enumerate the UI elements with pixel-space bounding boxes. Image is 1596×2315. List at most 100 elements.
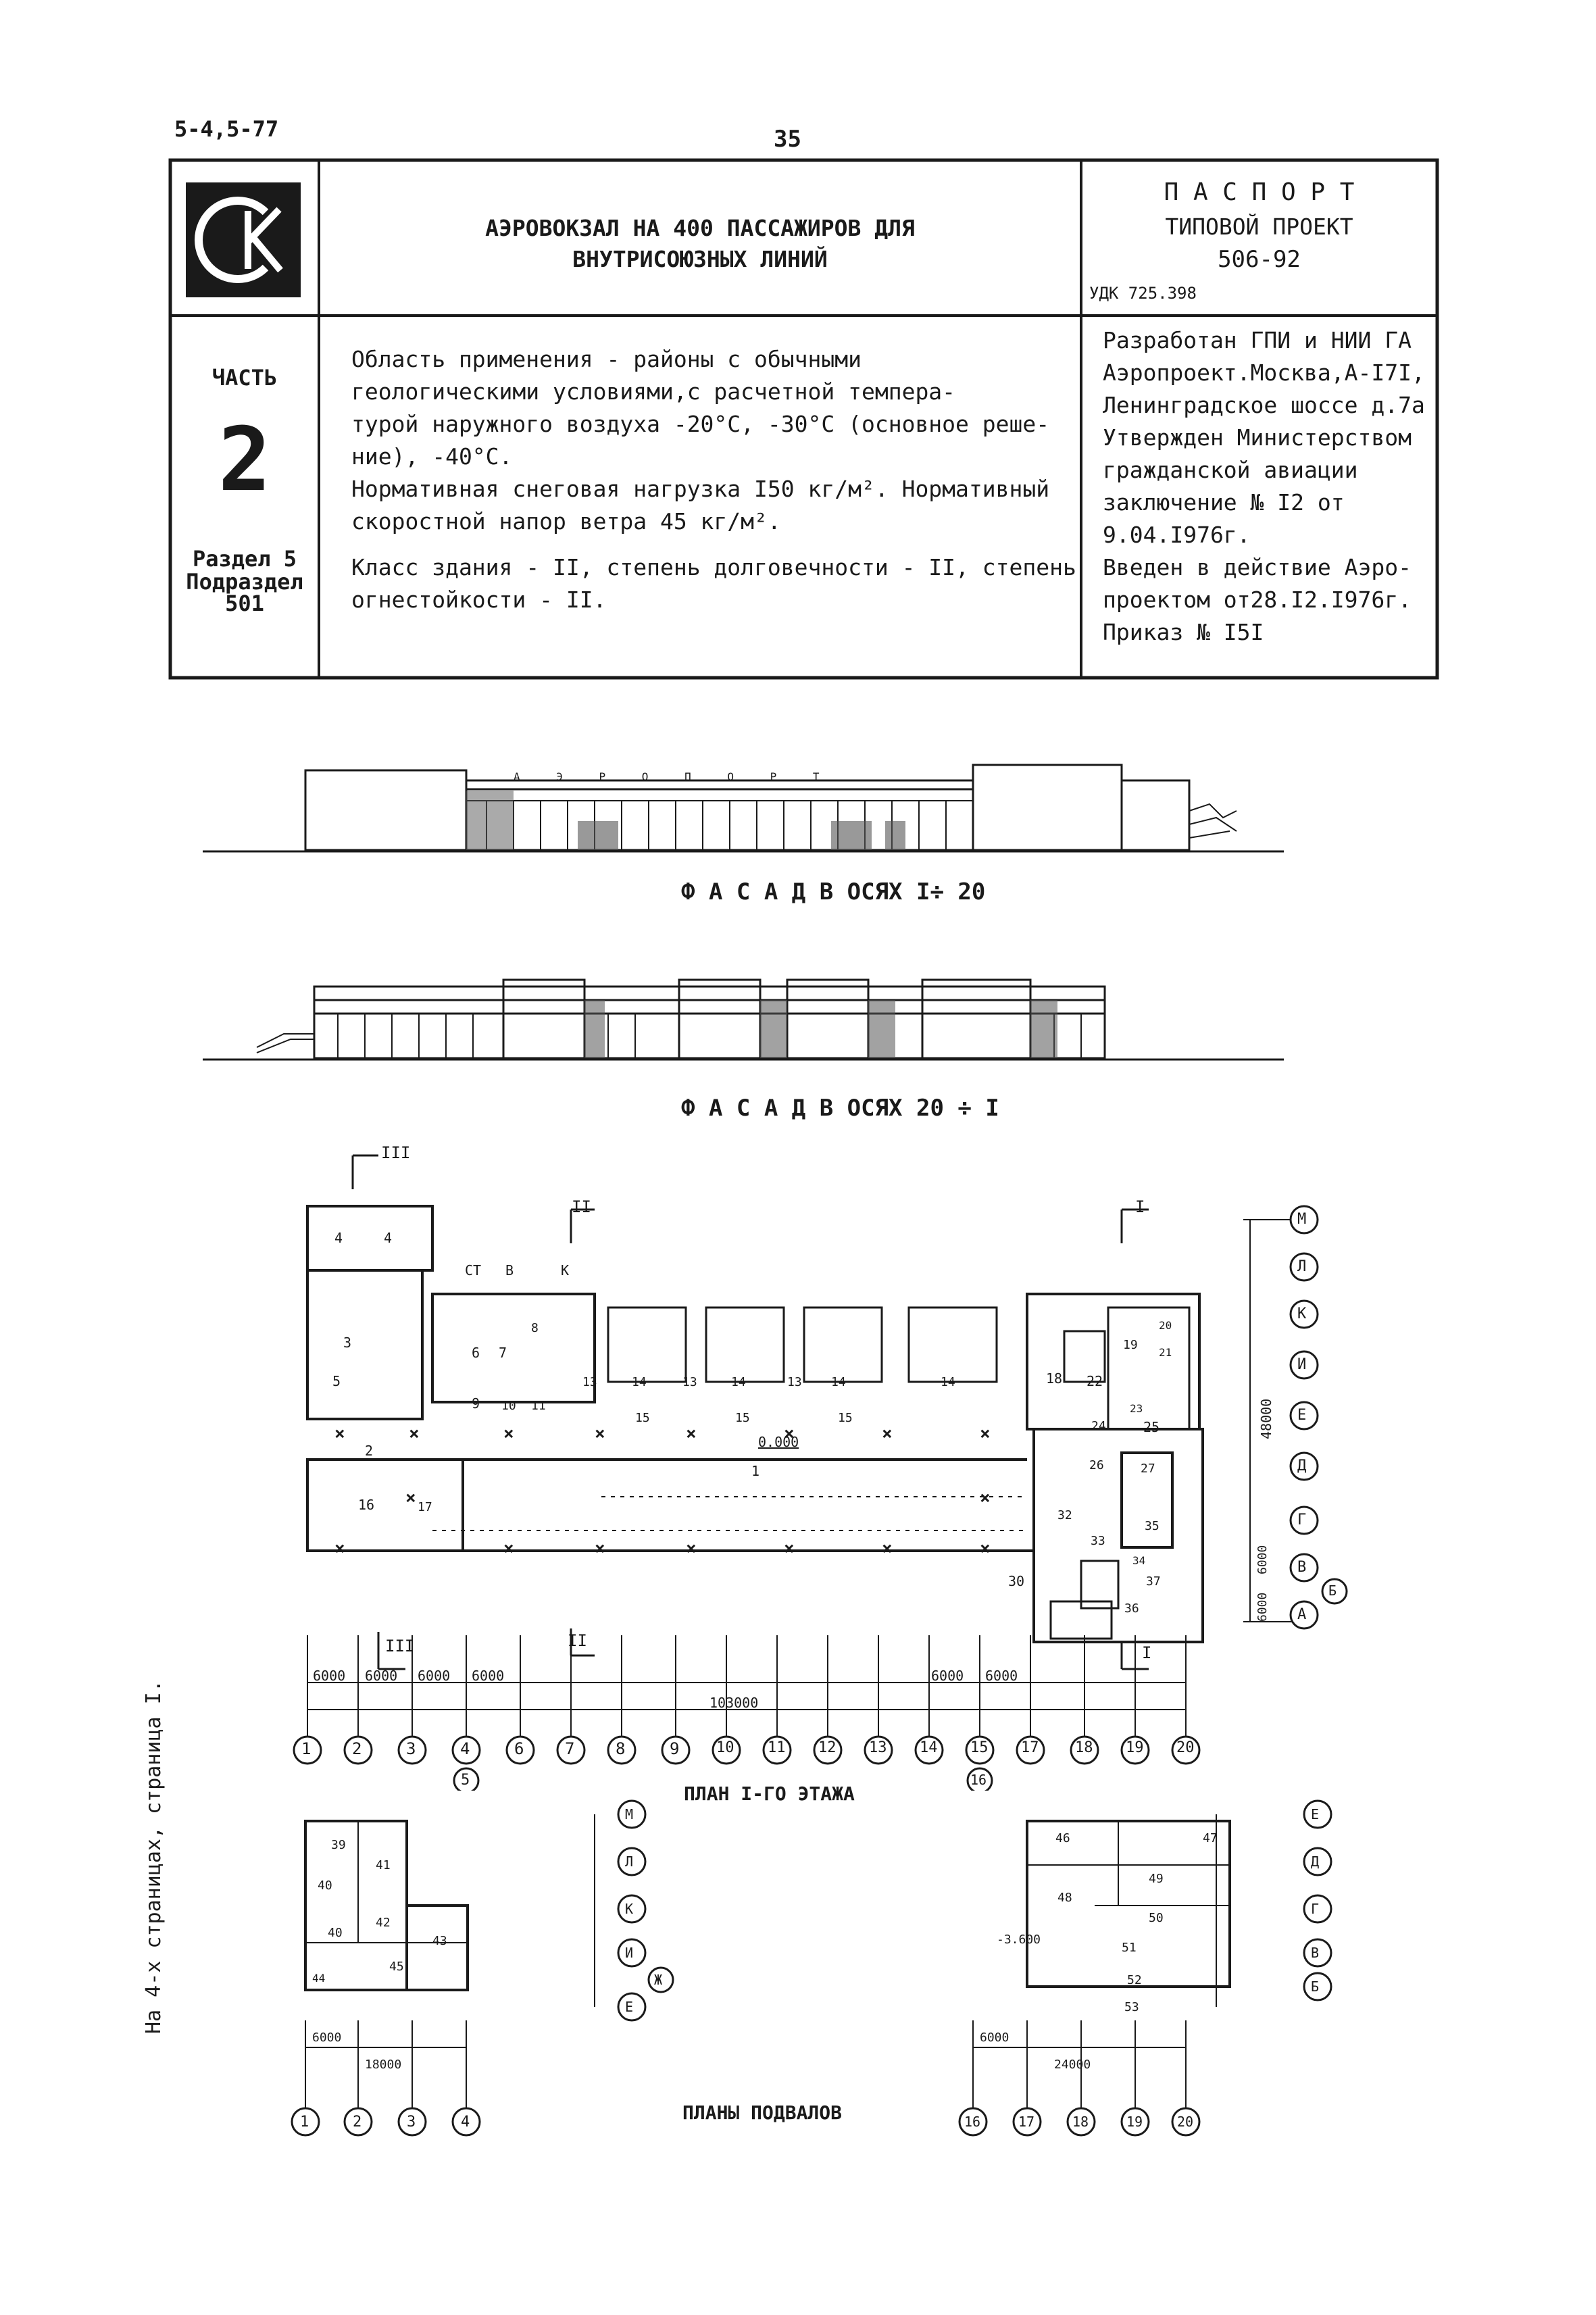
facade-caption-1: Ф А С А Д В ОСЯХ I÷ 20 bbox=[681, 878, 986, 905]
axis-label: 16 bbox=[964, 2114, 981, 2130]
plan-caption: ПЛАН I-ГО ЭТАЖА bbox=[684, 1783, 855, 1805]
axis-label: 19 bbox=[1126, 1739, 1144, 1756]
basement-room: 45 bbox=[389, 1960, 404, 1974]
description-line-5: Нормативная снеговая нагрузка I50 кг/м².… bbox=[351, 476, 1050, 502]
developer-line-6: заключение № I2 от bbox=[1103, 489, 1345, 516]
entry-mark: К bbox=[561, 1262, 570, 1278]
developer-line-5: гражданской авиации bbox=[1103, 457, 1358, 483]
svg-text:×: × bbox=[980, 1539, 991, 1559]
axis-label: 1 bbox=[300, 2114, 309, 2131]
basement-room: 40 bbox=[318, 1878, 332, 1893]
basement-room: 43 bbox=[432, 1934, 447, 1948]
description-line-2: геологическими условиями,с расчетной тем… bbox=[351, 378, 956, 405]
dimension-right: 48000 bbox=[1258, 1398, 1274, 1439]
facade-sign-text: А Э Р О П О Р Т bbox=[514, 770, 834, 783]
room-number: 1 bbox=[751, 1463, 760, 1479]
logo-ck-icon bbox=[194, 197, 283, 283]
room-number: 13 bbox=[682, 1375, 697, 1389]
room-number: 5 bbox=[332, 1373, 341, 1389]
room-number: 35 bbox=[1145, 1519, 1159, 1533]
axis-label-right: В bbox=[1297, 1559, 1307, 1576]
room-number: 27 bbox=[1141, 1462, 1155, 1476]
axis-label-right: К bbox=[1297, 1305, 1307, 1322]
dimension: 6000 bbox=[985, 1668, 1018, 1684]
entry-mark: В bbox=[505, 1262, 514, 1278]
standard-project-label: ТИПОВОЙ ПРОЕКТ bbox=[1165, 214, 1353, 240]
developer-line-8: Введен в действие Аэро- bbox=[1103, 554, 1412, 580]
axis-label: 4 bbox=[460, 1739, 470, 1758]
document-code: 5-4,5-77 bbox=[174, 116, 279, 142]
room-number: 13 bbox=[787, 1375, 802, 1389]
passport-label: П А С П О Р Т bbox=[1164, 178, 1355, 206]
basement-room: 47 bbox=[1203, 1831, 1218, 1845]
axis-label: 19 bbox=[1126, 2114, 1143, 2130]
dimension: 24000 bbox=[1054, 2058, 1091, 2072]
part-number: 2 bbox=[218, 408, 272, 511]
developer-line-1: Разработан ГПИ и НИИ ГА bbox=[1103, 327, 1412, 353]
axis-label: 18 bbox=[1075, 1739, 1093, 1756]
axis-label-right: Е bbox=[1297, 1407, 1307, 1424]
axis-label: 10 bbox=[716, 1739, 734, 1756]
dimension: 6000 bbox=[418, 1668, 451, 1684]
section-label: Раздел 5 bbox=[192, 546, 297, 572]
basement-room: 53 bbox=[1124, 2000, 1139, 2014]
description-line-4: ние), -40°С. bbox=[351, 443, 513, 470]
axis-label: 12 bbox=[818, 1739, 837, 1756]
axis-label-right: И bbox=[1297, 1356, 1307, 1373]
room-number: 14 bbox=[941, 1375, 955, 1389]
project-number: 506-92 bbox=[1218, 246, 1301, 273]
axis-label-right: Л bbox=[1297, 1258, 1307, 1275]
facade-drawing-1 bbox=[203, 764, 1284, 853]
dimension: 6000 bbox=[313, 1668, 346, 1684]
subsection-label: Подраздел bbox=[186, 569, 303, 595]
basement-plans bbox=[291, 1799, 1332, 2137]
axis-label: 7 bbox=[565, 1739, 575, 1758]
udk-code: УДК 725.398 bbox=[1089, 284, 1197, 303]
first-floor-plan: ××× ××× ×× ××× ××× × ×× bbox=[293, 1154, 1348, 1791]
developer-line-9: проектом от28.I2.I976г. bbox=[1103, 587, 1412, 613]
room-number: 4 bbox=[384, 1230, 393, 1246]
section-mark: II bbox=[572, 1197, 591, 1216]
svg-text:×: × bbox=[334, 1424, 345, 1444]
dimension: 6000 bbox=[312, 2031, 342, 2045]
axis-label-right: И bbox=[625, 1945, 634, 1961]
axis-label: 3 bbox=[407, 2114, 416, 2131]
axis-label: 18 bbox=[1072, 2114, 1089, 2130]
section-mark: III bbox=[385, 1637, 415, 1656]
dimension: 6000 bbox=[931, 1668, 964, 1684]
section-mark: II bbox=[568, 1631, 587, 1650]
room-number: 32 bbox=[1057, 1508, 1072, 1522]
axis-label: 17 bbox=[1021, 1739, 1039, 1756]
room-number: 10 bbox=[501, 1399, 516, 1413]
project-title-line2: ВНУТРИСОЮЗНЫХ ЛИНИЙ bbox=[572, 246, 828, 272]
developer-line-4: Утвержден Министерством bbox=[1103, 424, 1412, 451]
room-number: 14 bbox=[632, 1375, 647, 1389]
axis-label-right: Б bbox=[1311, 1978, 1320, 1995]
room-number: 11 bbox=[531, 1399, 546, 1413]
facade-drawing-2 bbox=[203, 978, 1284, 1061]
room-number: 37 bbox=[1146, 1574, 1161, 1589]
axis-label: 9 bbox=[670, 1739, 680, 1758]
room-number: 7 bbox=[499, 1345, 507, 1361]
axis-label-right: В bbox=[1311, 1945, 1320, 1961]
room-number: 19 bbox=[1123, 1338, 1138, 1352]
svg-text:×: × bbox=[882, 1539, 893, 1559]
room-number: 8 bbox=[531, 1321, 539, 1335]
room-number: 23 bbox=[1130, 1402, 1143, 1415]
room-number: 16 bbox=[358, 1497, 375, 1513]
developer-line-3: Ленинградское шоссе д.7а bbox=[1103, 392, 1425, 418]
axis-label: 13 bbox=[869, 1739, 887, 1756]
description-line-7: Класс здания - II, степень долговечности… bbox=[351, 554, 1076, 580]
basement-room: 44 bbox=[312, 1972, 326, 1985]
axis-label: 1 bbox=[301, 1739, 311, 1758]
basement-room: 50 bbox=[1149, 1911, 1164, 1925]
svg-text:×: × bbox=[334, 1539, 345, 1559]
svg-text:×: × bbox=[784, 1539, 795, 1559]
axis-label-right: Д bbox=[1311, 1853, 1320, 1870]
part-label: ЧАСТЬ bbox=[211, 365, 278, 391]
basement-room: 42 bbox=[376, 1916, 391, 1930]
axis-label-right: Л bbox=[625, 1853, 634, 1870]
basement-room: 51 bbox=[1122, 1941, 1137, 1955]
axis-label: 20 bbox=[1177, 2114, 1194, 2130]
room-number: 14 bbox=[831, 1375, 846, 1389]
